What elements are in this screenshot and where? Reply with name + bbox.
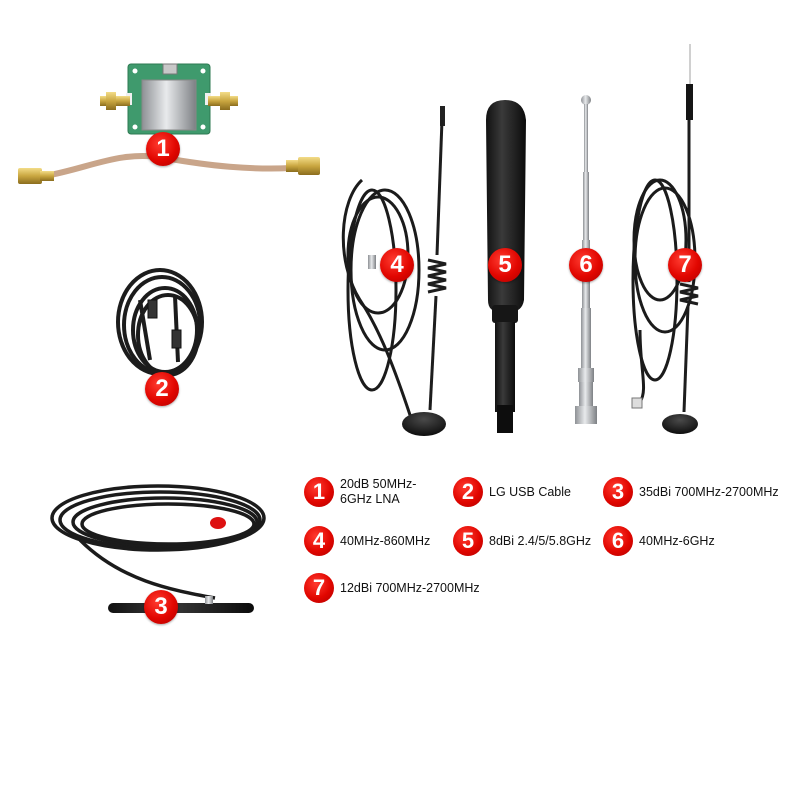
badge-4: 4 <box>380 248 414 282</box>
legend-item-4: 4 40MHz-860MHz <box>304 526 430 556</box>
legend-badge: 5 <box>453 526 483 556</box>
legend-item-6: 6 40MHz-6GHz <box>603 526 715 556</box>
legend-badge: 4 <box>304 526 334 556</box>
legend-text: 20dB 50MHz- 6GHz LNA <box>340 477 417 506</box>
antenna-6 <box>575 95 597 424</box>
legend-text: 35dBi 700MHz-2700MHz <box>639 484 779 499</box>
badge-3: 3 <box>144 590 178 624</box>
legend-badge: 6 <box>603 526 633 556</box>
legend-text: 40MHz-6GHz <box>639 533 715 548</box>
lna-board <box>100 63 238 135</box>
legend-item-1: 1 20dB 50MHz- 6GHz LNA <box>304 477 416 507</box>
badge-7: 7 <box>668 248 702 282</box>
legend-item-2: 2 LG USB Cable <box>453 477 571 507</box>
legend-item-7: 7 12dBi 700MHz-2700MHz <box>304 573 480 603</box>
legend-item-5: 5 8dBi 2.4/5/5.8GHz <box>453 526 591 556</box>
badge-6: 6 <box>569 248 603 282</box>
legend-text: 12dBi 700MHz-2700MHz <box>340 580 480 595</box>
legend-badge: 3 <box>603 477 633 507</box>
antenna-4 <box>341 106 447 436</box>
legend-text: 8dBi 2.4/5/5.8GHz <box>489 533 592 548</box>
badge-2: 2 <box>145 372 179 406</box>
legend-item-3: 3 35dBi 700MHz-2700MHz <box>603 477 779 507</box>
badge-1: 1 <box>146 132 180 166</box>
antenna-7 <box>631 44 699 434</box>
usb-cable <box>116 268 204 377</box>
legend-badge: 1 <box>304 477 334 507</box>
badge-5: 5 <box>488 248 522 282</box>
legend-text: 40MHz-860MHz <box>340 533 431 548</box>
legend-badge: 2 <box>453 477 483 507</box>
legend-badge: 7 <box>304 573 334 603</box>
legend-text: LG USB Cable <box>489 484 571 499</box>
